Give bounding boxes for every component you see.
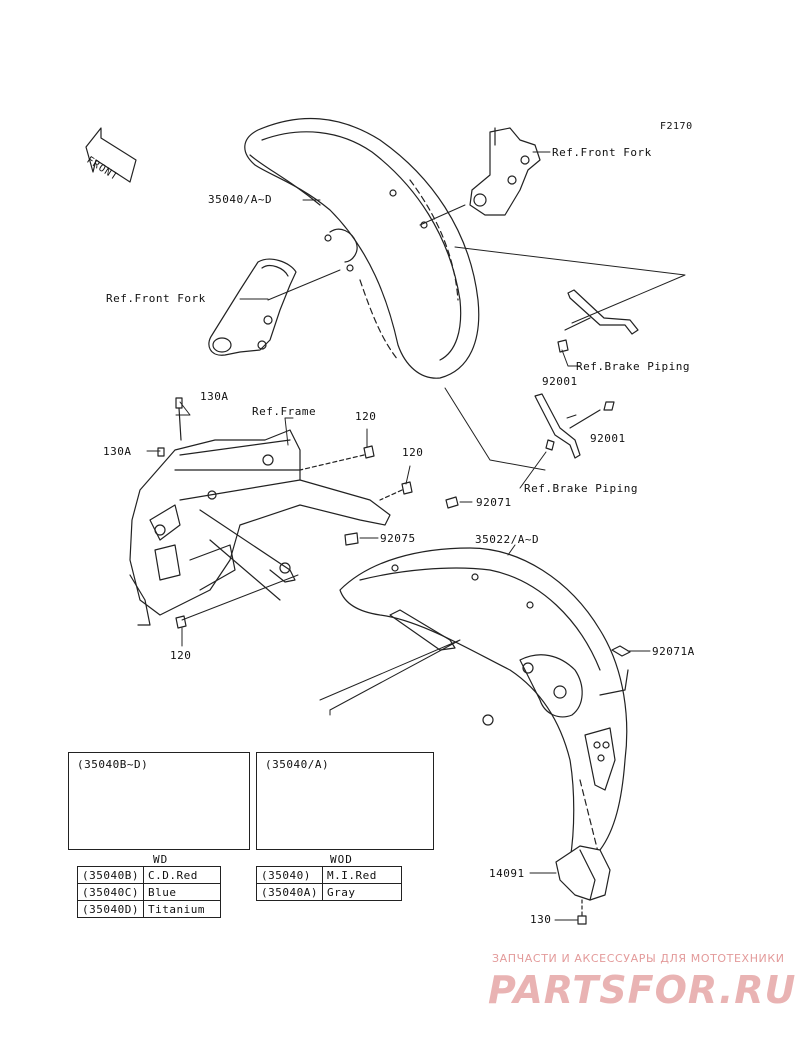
variant-box-wod-title: (35040/A) — [265, 758, 330, 771]
collar-92071 — [445, 496, 459, 509]
front-fork-right-bracket — [469, 127, 541, 216]
spacer-92075 — [344, 532, 359, 546]
variant-color: Blue — [142, 883, 221, 901]
cover-14091 — [555, 845, 611, 925]
variant-code: (35040C) — [77, 883, 144, 901]
label-bolt-120-a: 120 — [355, 410, 377, 423]
table-row: (35040) M.I.Red — [256, 866, 402, 884]
table-row: (35040A) Gray — [256, 883, 402, 901]
bolt-120-a — [299, 445, 375, 471]
label-bolt-130: 130 — [530, 913, 552, 926]
variant-code: (35040B) — [77, 866, 144, 884]
rear-fender — [339, 547, 629, 861]
label-ref-brake-piping-lower: Ref.Brake Piping — [524, 482, 638, 495]
front-fork-left-bracket — [208, 258, 297, 356]
bolt-130a-left — [157, 447, 165, 457]
table-row: (35040B) C.D.Red — [77, 866, 221, 884]
figure-code: F2170 — [660, 121, 693, 132]
watermark-tagline: ЗАПЧАСТИ И АКСЕССУАРЫ ДЛЯ МОТОТЕХНИКИ — [492, 952, 785, 965]
variant-code: (35040) — [256, 866, 323, 884]
label-bolt-120-b: 120 — [402, 446, 424, 459]
label-bolt-130a-left: 130A — [103, 445, 132, 458]
bolt-120-b — [379, 481, 413, 501]
variant-box-wod: (35040/A) — [256, 752, 434, 850]
variant-box-wd-title: (35040B~D) — [77, 758, 149, 771]
label-ref-frame: Ref.Frame — [252, 405, 317, 418]
brake-piping-clamp-lower — [534, 393, 615, 459]
brake-piping-clamp-upper — [557, 289, 639, 353]
label-ref-brake-piping-upper: Ref.Brake Piping — [576, 360, 690, 373]
label-front-fender: 35040/A~D — [208, 193, 273, 206]
label-bolt-92001-lower: 92001 — [590, 432, 626, 445]
variant-code: (35040D) — [77, 900, 144, 918]
watermark-brand-logo: PARTSFOR.RU — [488, 968, 797, 1012]
front-fender — [244, 117, 480, 379]
label-rear-fender: 35022/A~D — [475, 533, 540, 546]
variant-color: M.I.Red — [321, 866, 402, 884]
leader-lines — [146, 151, 651, 921]
variant-color: Titanium — [142, 900, 221, 918]
variant-wod-color-table: (35040) M.I.Red (35040A) Gray — [256, 866, 402, 901]
rear-frame — [129, 429, 391, 626]
variant-box-wd: (35040B~D) — [68, 752, 250, 850]
front-direction-arrow — [85, 127, 137, 183]
label-bolt-130a-upper: 130A — [200, 390, 229, 403]
variant-color: Gray — [321, 883, 402, 901]
label-bolt-120-c: 120 — [170, 649, 192, 662]
variant-color: C.D.Red — [142, 866, 221, 884]
label-ref-front-fork-left: Ref.Front Fork — [106, 292, 206, 305]
table-row: (35040C) Blue — [77, 883, 221, 901]
guide-lines — [267, 204, 686, 716]
table-row: (35040D) Titanium — [77, 900, 221, 918]
label-bolt-92001-upper: 92001 — [542, 375, 578, 388]
label-cover-14091: 14091 — [489, 867, 525, 880]
variant-wod-caption: WOD — [330, 853, 353, 866]
label-nut-92071a: 92071A — [652, 645, 695, 658]
label-collar-92071: 92071 — [476, 496, 512, 509]
variant-code: (35040A) — [256, 883, 323, 901]
label-ref-front-fork-upper: Ref.Front Fork — [552, 146, 652, 159]
variant-wd-caption: WD — [153, 853, 169, 866]
nut-92071a — [611, 645, 631, 657]
label-spacer-92075: 92075 — [380, 532, 416, 545]
bolt-120-c — [175, 615, 187, 629]
variant-wd-color-table: (35040B) C.D.Red (35040C) Blue (35040D) … — [77, 866, 221, 918]
bolt-130a-upper — [175, 397, 183, 441]
